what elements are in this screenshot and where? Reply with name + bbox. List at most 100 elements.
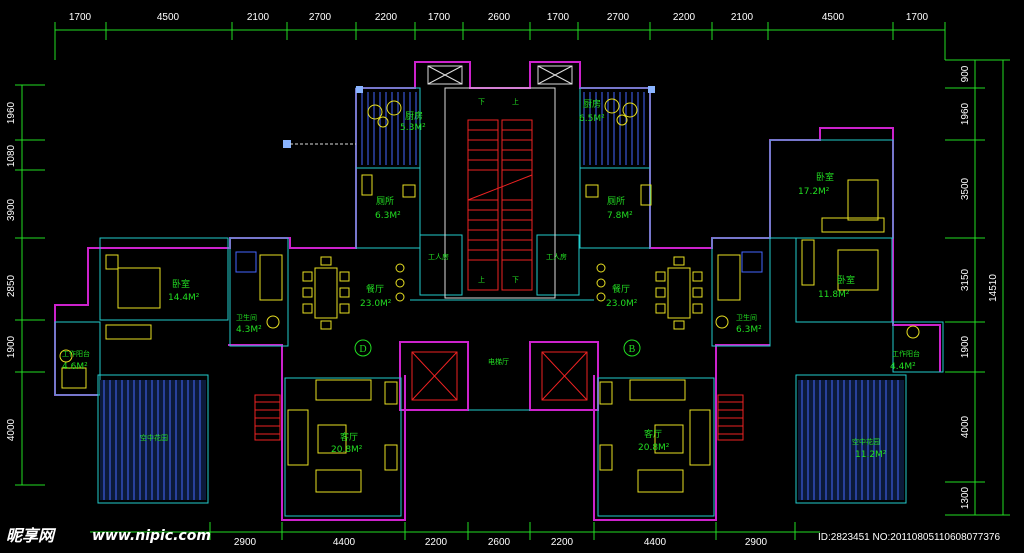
room-living-left-label: 客厅 xyxy=(340,431,358,443)
room-dining-left-area: 23.0M² xyxy=(360,299,392,309)
central-stair: 下 上 上 下 xyxy=(444,87,556,299)
dim-bottom-6: 2900 xyxy=(745,537,768,548)
room-kitchen-left-label: 厨房 xyxy=(405,110,423,122)
top-dimension-line xyxy=(54,22,946,60)
stair-living-left xyxy=(254,394,281,441)
room-living-right-label: 客厅 xyxy=(644,428,662,440)
room-bath-left-area: 6.3M² xyxy=(375,211,401,221)
dim-right-4: 3150 xyxy=(960,268,971,291)
room-labels: 厨房 5.3M² 厨房 6.5M² 厕所 6.3M² 厕所 7.8M² 工人房 … xyxy=(62,98,920,460)
kitchen-appliances xyxy=(361,98,652,302)
dim-top-9: 2700 xyxy=(607,12,630,23)
stair-down-left: 下 xyxy=(478,98,485,106)
dim-top-13: 1700 xyxy=(906,12,929,23)
dim-bottom-2: 2200 xyxy=(425,537,448,548)
room-toilet-left-label: 卫生间 xyxy=(236,313,257,322)
dim-left-1: 1960 xyxy=(6,101,17,124)
room-balcony-right-label: 工作阳台 xyxy=(892,349,920,358)
garden-hatch-right xyxy=(798,380,904,500)
bottom-dimension-labels: 2900 4400 2200 2600 2200 4400 2900 xyxy=(234,537,768,548)
column-marker-2 xyxy=(356,86,363,93)
dim-bottom-0: 2900 xyxy=(234,537,257,548)
room-toilet-left-area: 4.3M² xyxy=(236,325,262,335)
sofa-set-left xyxy=(287,379,398,493)
dim-left-2: 1080 xyxy=(6,144,17,167)
room-toilet-right-label: 卫生间 xyxy=(736,313,757,322)
dim-bottom-1: 4400 xyxy=(333,537,356,548)
dim-left-5: 1900 xyxy=(6,335,17,358)
unit-marker-left: D xyxy=(354,339,372,357)
dim-top-3: 2100 xyxy=(247,12,270,23)
dim-right-1: 900 xyxy=(960,65,971,82)
room-garden-right-label: 空中花园 xyxy=(852,437,880,446)
room-balcony-right-area: 4.4M² xyxy=(890,362,916,372)
bed-left xyxy=(105,254,161,340)
shaft-left xyxy=(427,65,463,85)
dim-left-4: 2850 xyxy=(6,274,17,297)
dim-top-1: 1700 xyxy=(69,12,92,23)
dim-bottom-3: 2600 xyxy=(488,537,511,548)
room-lobby-label: 电梯厅 xyxy=(488,357,509,366)
watermark: 昵享网 www.nipic.com ID:2823451 NO:20110805… xyxy=(6,526,1000,545)
right-dimension-line xyxy=(945,59,1010,516)
dim-bottom-4: 2200 xyxy=(551,537,574,548)
sofa-set-right xyxy=(599,379,711,493)
room-living-right-area: 20.8M² xyxy=(638,443,670,453)
dim-right-2: 1960 xyxy=(960,102,971,125)
dim-left-3: 3900 xyxy=(6,198,17,221)
bottom-dimension-line xyxy=(90,522,820,540)
room-dining-right-area: 23.0M² xyxy=(606,299,638,309)
room-toilet-right-area: 6.3M² xyxy=(736,325,762,335)
room-dining-right-label: 餐厅 xyxy=(612,283,630,295)
watermark-id: ID:2823451 NO:20110805110608077376 xyxy=(818,532,1000,543)
stair-down-bottom: 下 xyxy=(512,276,519,284)
watermark-brand: 昵享网 xyxy=(6,526,57,545)
dim-top-4: 2700 xyxy=(309,12,332,23)
watermark-url: www.nipic.com xyxy=(92,528,211,544)
dim-right-5: 1900 xyxy=(960,335,971,358)
room-bed-right-label: 卧室 xyxy=(837,274,855,286)
right-dimension-labels: 900 1960 3500 3150 1900 4000 1300 14510 xyxy=(960,65,999,509)
room-balcony-left-area: 4.6M² xyxy=(62,362,88,372)
column-marker-3 xyxy=(648,86,655,93)
interior-walls xyxy=(54,87,944,517)
column-marker-1 xyxy=(283,140,291,148)
room-kitchen-right-label: 厨房 xyxy=(583,98,601,110)
elevator-left xyxy=(411,351,458,401)
dim-top-5: 2200 xyxy=(375,12,398,23)
room-bath-left-label: 厕所 xyxy=(376,196,394,207)
stair-up-left: 上 xyxy=(512,97,519,106)
room-kitchen-right-area: 6.5M² xyxy=(579,114,605,124)
dim-top-2: 4500 xyxy=(157,12,180,23)
room-living-left-area: 20.8M² xyxy=(331,445,363,455)
shaft-right xyxy=(537,65,573,85)
room-garden-right-area: 11.2M² xyxy=(855,450,887,460)
room-dining-left-label: 餐厅 xyxy=(366,283,384,295)
unit-marker-right: B xyxy=(623,339,641,357)
room-kitchen-left-area: 5.3M² xyxy=(400,123,426,133)
room-bed-right-area: 11.8M² xyxy=(818,290,850,300)
room-bath-right-label: 厕所 xyxy=(607,196,625,207)
bath-fixtures xyxy=(59,251,920,389)
dim-top-6: 1700 xyxy=(428,12,451,23)
dim-right-6: 4000 xyxy=(960,415,971,438)
bed-right-top xyxy=(821,179,885,233)
room-service-right-label: 工人房 xyxy=(546,252,567,261)
dining-table-right xyxy=(655,256,703,330)
dim-bottom-5: 4400 xyxy=(644,537,667,548)
unit-label-right: B xyxy=(629,344,636,355)
kitchen-hatch-left xyxy=(361,92,417,165)
stair-living-right xyxy=(717,394,744,441)
unit-label-left: D xyxy=(359,344,366,355)
dim-right-total: 14510 xyxy=(988,274,999,302)
dim-top-7: 2600 xyxy=(488,12,511,23)
left-dimension-labels: 1960 1080 3900 2850 1900 4000 xyxy=(6,101,17,441)
elevator-right xyxy=(541,351,588,401)
stair-up-bottom: 上 xyxy=(478,275,485,284)
dim-top-8: 1700 xyxy=(547,12,570,23)
room-bath-right-area: 7.8M² xyxy=(607,211,633,221)
dim-top-12: 4500 xyxy=(822,12,845,23)
dim-right-7: 1300 xyxy=(960,486,971,509)
room-bed-right-top-area: 17.2M² xyxy=(798,187,830,197)
